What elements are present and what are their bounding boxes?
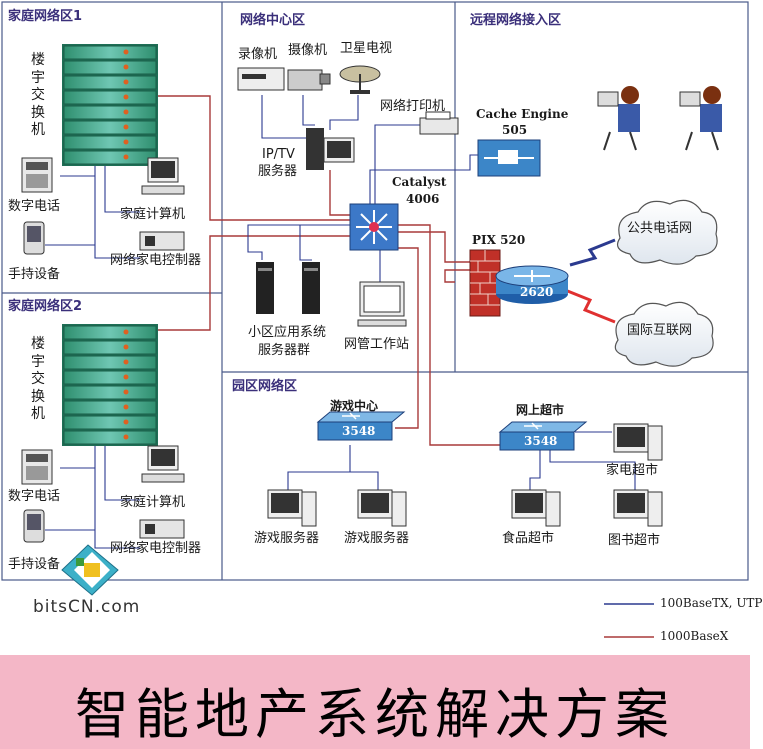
building-switch-stack-2 xyxy=(62,324,158,446)
online-market-label: 网上超市 xyxy=(516,403,565,417)
handheld-device-icon xyxy=(23,509,45,543)
switch-3548-left xyxy=(316,411,406,441)
zone-title-remote: 远程网络接入区 xyxy=(470,13,562,28)
game-center-label: 游戏中心 xyxy=(330,399,379,413)
camera-label: 摄像机 xyxy=(288,43,328,58)
iptv-server-icon xyxy=(306,128,355,170)
desk-phone-icon xyxy=(21,449,53,485)
home-pc-label: 家庭计算机 xyxy=(120,495,186,510)
catalyst-label-line2: 4006 xyxy=(406,192,440,206)
game-server-pc-icon xyxy=(357,489,407,527)
market-pc-icon xyxy=(613,423,663,461)
router-label: 2620 xyxy=(520,285,554,299)
building-switch-label: 楼宇交换机 xyxy=(31,336,45,422)
game-server-pc-icon xyxy=(267,489,317,527)
switch-model-left: 3548 xyxy=(342,424,376,438)
bitscn-logo-icon xyxy=(61,544,119,596)
book-market-label: 图书超市 xyxy=(608,533,661,548)
legend xyxy=(604,603,654,638)
iptv-label-line1: IP/TV xyxy=(262,147,295,162)
banner-title: 智能地产系统解决方案 xyxy=(75,683,675,746)
firewall-icon xyxy=(469,249,501,317)
handheld-device-icon xyxy=(23,221,45,255)
appliance-market-label: 家电超市 xyxy=(606,463,659,478)
legend-utp-label: 100BaseTX, UTP xyxy=(660,596,763,610)
vcr-icon xyxy=(237,67,285,91)
cloud-icon xyxy=(617,199,718,265)
food-market-label: 食品超市 xyxy=(502,531,555,546)
cache-engine-label-line2: 505 xyxy=(502,123,528,137)
workstation-label: 网管工作站 xyxy=(344,337,410,352)
catalyst-label-line1: Catalyst xyxy=(392,175,447,189)
remote-user-icon xyxy=(597,86,640,151)
printer-icon xyxy=(419,111,459,135)
community-server-icon xyxy=(302,262,320,314)
workstation-icon xyxy=(357,281,407,327)
handheld-label: 手持设备 xyxy=(8,267,61,282)
home-pc-icon xyxy=(141,157,185,195)
appliance-controller-icon xyxy=(139,231,185,251)
digital-phone-label: 数字电话 xyxy=(8,199,61,214)
market-pc-icon xyxy=(511,489,561,527)
satellite-label: 卫星电视 xyxy=(340,41,393,56)
pstn-label: 公共电话网 xyxy=(627,221,693,236)
camera-icon xyxy=(287,69,331,91)
cache-engine-label-line1: Cache Engine xyxy=(476,107,569,121)
market-pc-icon xyxy=(613,489,663,527)
desk-phone-icon xyxy=(21,157,53,193)
appliance-controller-icon xyxy=(139,519,185,539)
appliance-controller-label: 网络家电控制器 xyxy=(110,253,202,268)
zone-frames xyxy=(1,1,749,581)
building-switch-stack-1 xyxy=(62,44,158,166)
switch-3548-right xyxy=(498,421,588,451)
iptv-label-line2: 服务器 xyxy=(258,164,298,179)
switch-model-right: 3548 xyxy=(524,434,558,448)
bitscn-logo-text: bitsCN.com xyxy=(33,597,141,617)
handheld-label: 手持设备 xyxy=(8,557,61,572)
community-servers-label-line1: 小区应用系统 xyxy=(248,325,327,340)
building-switch-label: 楼宇交换机 xyxy=(31,52,45,138)
appliance-controller-label: 网络家电控制器 xyxy=(110,541,202,556)
catalyst-switch-icon xyxy=(349,203,399,251)
cloud-icon xyxy=(614,301,714,367)
router-icon xyxy=(495,265,569,304)
pix-label: PIX 520 xyxy=(472,233,526,247)
zone-title-center: 网络中心区 xyxy=(240,13,306,28)
game-server-label: 游戏服务器 xyxy=(254,531,320,546)
home-pc-label: 家庭计算机 xyxy=(120,207,186,222)
remote-user-icon xyxy=(679,86,722,151)
vcr-label: 录像机 xyxy=(238,47,278,62)
home-pc-icon xyxy=(141,445,185,483)
printer-label: 网络打印机 xyxy=(380,99,446,114)
community-server-icon xyxy=(256,262,274,314)
legend-fiber-label: 1000BaseX xyxy=(660,629,729,643)
zone-title-home2: 家庭网络区2 xyxy=(8,299,83,314)
digital-phone-label: 数字电话 xyxy=(8,489,61,504)
wan-links xyxy=(564,238,616,324)
cache-engine-icon xyxy=(477,139,541,177)
fiber-links xyxy=(140,95,500,446)
game-server-label: 游戏服务器 xyxy=(344,531,410,546)
title-banner xyxy=(0,655,750,749)
internet-label: 国际互联网 xyxy=(627,323,693,338)
zone-title-campus: 园区网络区 xyxy=(232,379,298,394)
community-servers-label-line2: 服务器群 xyxy=(258,343,311,358)
satellite-dish-icon xyxy=(339,65,381,94)
zone-title-home1: 家庭网络区1 xyxy=(8,9,83,24)
